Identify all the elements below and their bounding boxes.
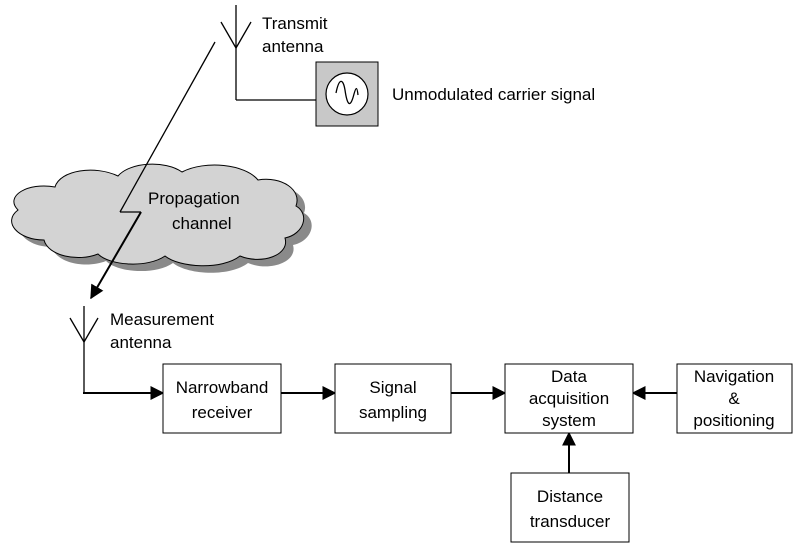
signal-flow-connectors (83, 386, 677, 473)
propagation-channel-label: Propagation (148, 189, 240, 208)
svg-text:Signal: Signal (369, 378, 416, 397)
svg-text:Data: Data (551, 367, 587, 386)
transmit-antenna-label: Transmit (262, 14, 328, 33)
svg-text:system: system (542, 411, 596, 430)
navigation-positioning-block: Navigation & positioning (676, 363, 793, 434)
svg-text:transducer: transducer (530, 512, 611, 531)
carrier-signal-label: Unmodulated carrier signal (392, 85, 595, 104)
measurement-antenna-label-2: antenna (110, 333, 172, 352)
propagation-channel-label-2: channel (172, 214, 232, 233)
signal-sampling-block: Signal sampling (334, 363, 452, 434)
propagation-path (90, 41, 216, 300)
svg-text:acquisition: acquisition (529, 389, 609, 408)
svg-text:&: & (728, 389, 740, 408)
svg-text:Navigation: Navigation (694, 367, 774, 386)
svg-text:positioning: positioning (693, 411, 774, 430)
narrowband-receiver-block: Narrowband receiver (162, 363, 282, 434)
transmit-antenna-label-2: antenna (262, 37, 324, 56)
svg-text:sampling: sampling (359, 403, 427, 422)
transmit-antenna-icon (220, 5, 316, 101)
distance-transducer-block: Distance transducer (510, 472, 630, 543)
svg-text:Narrowband: Narrowband (176, 378, 269, 397)
propagation-channel-cloud (11, 163, 312, 273)
signal-generator-icon (315, 61, 379, 127)
svg-text:Distance: Distance (537, 487, 603, 506)
data-acquisition-block: Data acquisition system (504, 363, 634, 434)
measurement-antenna-icon (69, 306, 99, 393)
svg-text:receiver: receiver (192, 403, 253, 422)
measurement-antenna-label: Measurement (110, 310, 214, 329)
